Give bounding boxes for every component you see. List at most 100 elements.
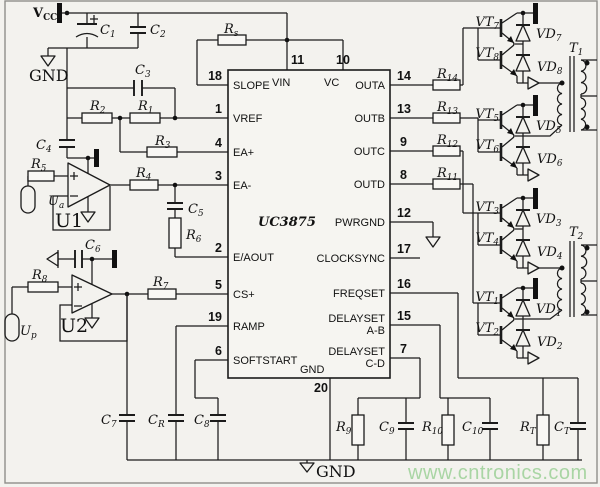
vt4-label: VT4: [475, 231, 499, 248]
ground-arrow-u1: [80, 211, 96, 223]
pin-outa: OUTA: [355, 80, 385, 92]
r14-resistor: [432, 79, 461, 91]
vd5-diode: [515, 116, 531, 134]
r4-resistor: [129, 179, 159, 191]
t1-secondary-winding: [580, 59, 588, 131]
u1-label: U1: [55, 210, 83, 232]
power-input-section: [40, 3, 344, 174]
vd3-diode: [515, 209, 531, 227]
vd2-diode: [515, 329, 531, 347]
r2-resistor: [81, 112, 113, 124]
c8-capacitor: [210, 414, 226, 422]
ic-name-label: UC3875: [258, 215, 316, 230]
c7-capacitor: [119, 414, 135, 422]
vd4-diode: [515, 239, 531, 257]
r1-resistor: [129, 112, 161, 124]
cr-label: CR: [148, 413, 165, 430]
opamp-input-signs: [70, 172, 78, 197]
transformer-t2: [556, 241, 597, 317]
vd7-diode: [515, 24, 531, 42]
c6-capacitor: [74, 250, 83, 268]
t1-core: [569, 56, 575, 132]
c9-label: C9: [379, 420, 395, 437]
pin-num-7: 7: [400, 342, 407, 356]
r6-resistor: [168, 217, 182, 249]
vd3-label: VD3: [536, 212, 562, 229]
ground-arrow-bottom: [299, 462, 315, 473]
opamp-input-signs: [74, 283, 82, 307]
ground-arrow-u2: [84, 317, 100, 329]
pin-clocksync: CLOCKSYNC: [317, 253, 386, 265]
pin-num-5: 5: [215, 278, 222, 292]
rail-bar-u2: [112, 250, 117, 268]
pin-delayset-cd: DELAYSET: [328, 346, 385, 358]
vd6-label: VD6: [537, 152, 563, 169]
gnd-top-label: GND: [29, 66, 69, 85]
pin-num-6: 6: [215, 344, 222, 358]
bridge-leg-vt7-vt8: [477, 3, 562, 90]
r9-label: R9: [335, 420, 352, 437]
leg1-out-arrow: [527, 76, 540, 90]
c4-capacitor: [59, 139, 75, 148]
t2-label: T2: [569, 225, 584, 242]
vt1-label: VT1: [475, 290, 499, 307]
pin-num-3: 3: [215, 169, 222, 183]
u1-error-amp-section: [20, 162, 228, 258]
bottom-rc-section: [119, 293, 586, 473]
u2-current-amp-section: [4, 250, 228, 342]
r10-label: R10: [421, 420, 443, 437]
r14-label: R14: [436, 67, 458, 84]
left-arrow-c6: [46, 251, 59, 267]
pin-softstart: SOFTSTART: [233, 355, 298, 367]
ground-arrow-pwrgnd: [425, 236, 441, 248]
r6-label: R6: [185, 228, 202, 245]
r12-resistor: [432, 145, 461, 157]
ua-label: Ua: [48, 194, 64, 211]
ct-capacitor: [570, 422, 586, 430]
r5-resistor: [27, 170, 55, 182]
ct-label: CT: [554, 420, 571, 437]
t2-secondary-winding: [580, 244, 588, 316]
pin-num-11: 11: [291, 53, 304, 67]
c2-capacitor: [130, 26, 146, 34]
r2-label: R2: [89, 99, 106, 116]
pin-vc: VC: [324, 77, 339, 89]
ic-uc3875: [126, 34, 391, 460]
vref-divider-section: [67, 80, 228, 158]
u2-opamp: [71, 274, 113, 314]
t1-label: T1: [569, 41, 583, 58]
u1-opamp: [67, 162, 111, 208]
pin-num-10: 10: [336, 53, 350, 67]
pin-num-15: 15: [397, 309, 411, 323]
r10-resistor: [441, 414, 455, 446]
r7-resistor: [147, 288, 177, 300]
r4-label: R4: [135, 166, 151, 183]
bridge-leg-vt5-vt6: [477, 95, 563, 182]
watermark: www.cntronics.com: [407, 462, 588, 484]
pin-num-4: 4: [215, 136, 222, 150]
gnd-bottom-label: GND: [316, 462, 356, 481]
vt8-label: VT8: [475, 46, 499, 63]
vd1-diode: [515, 299, 531, 317]
rs-resistor: [217, 34, 247, 46]
r9-resistor: [351, 414, 365, 446]
vd1-label: VD1: [536, 302, 561, 319]
rail-bar-u1: [94, 149, 99, 167]
plus-sign: [90, 15, 98, 23]
rail-bar-leg1: [533, 3, 538, 24]
pin-num-14: 14: [397, 69, 411, 83]
vd8-label: VD8: [537, 60, 563, 77]
pin-delayset-ab-2: A-B: [367, 325, 385, 337]
r3-label: R3: [154, 134, 171, 151]
pin-cs: CS+: [233, 289, 255, 301]
ic-body: [227, 69, 391, 379]
pin-num-16: 16: [397, 277, 411, 291]
rt-label: RT: [519, 420, 537, 437]
pin-num-19: 19: [208, 310, 222, 324]
t1-primary-winding: [556, 82, 563, 126]
pin-num-8: 8: [400, 168, 407, 182]
c1-label: C1: [100, 23, 116, 40]
r8-resistor: [27, 281, 59, 293]
c8-label: C8: [194, 413, 210, 430]
